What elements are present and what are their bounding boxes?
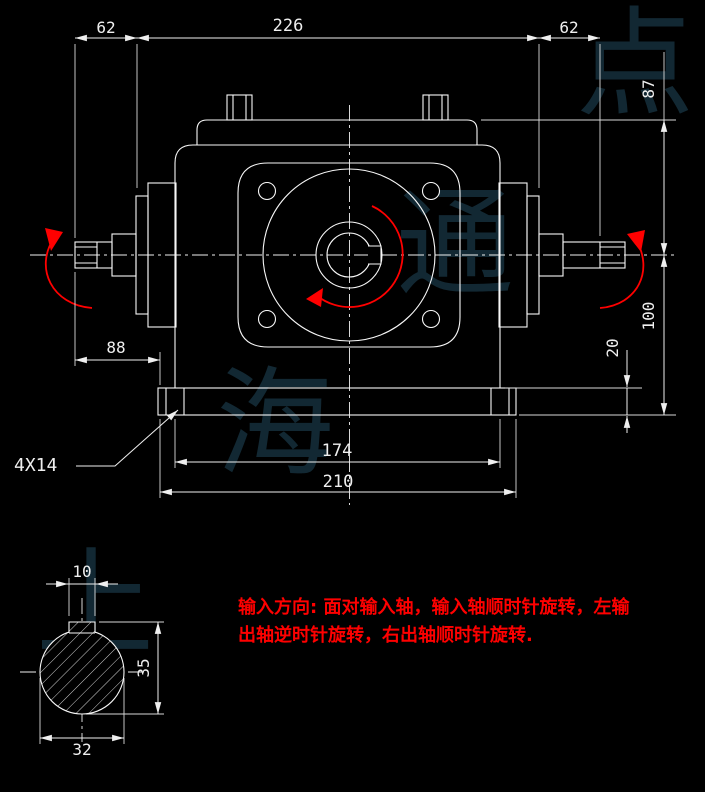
housing-top-cover bbox=[196, 119, 478, 145]
flange-bolt-hole-top-left bbox=[257, 181, 277, 201]
base-plate bbox=[157, 387, 517, 416]
right-shaft-keyway bbox=[599, 242, 625, 268]
dim-shaft-diameter: 32 bbox=[72, 740, 91, 759]
shaft-section-detail bbox=[39, 621, 125, 715]
rotation-note-line1: 输入方向: 面对输入轴，输入轴顺时针旋转，左输 bbox=[238, 596, 630, 618]
slot-callout-leader bbox=[76, 409, 179, 467]
input-rotation-arc bbox=[315, 205, 404, 308]
right-rotation-arrowhead-icon bbox=[627, 230, 645, 252]
bearing-cover-circle bbox=[262, 168, 436, 342]
flange-bolt-hole-bottom-left bbox=[257, 309, 277, 329]
bore-keyway bbox=[368, 245, 382, 265]
lifting-lug-right bbox=[422, 94, 449, 121]
left-output-shaft bbox=[74, 182, 177, 328]
watermark-char-3: 通 bbox=[396, 175, 514, 313]
slot-callout-label: 4X14 bbox=[14, 455, 57, 476]
rotation-note-line2: 出轴逆时针旋转，右出轴顺时针旋转. bbox=[238, 624, 533, 646]
left-shaft-end bbox=[74, 241, 113, 269]
shaft-section-circle bbox=[39, 629, 125, 715]
dim-right-top: 87 bbox=[639, 79, 658, 98]
base-bolt-slots bbox=[165, 388, 510, 415]
flange-bolt-hole-top-right bbox=[421, 181, 441, 201]
left-rotation-arrowhead-icon bbox=[45, 228, 63, 251]
dim-base-width: 210 bbox=[323, 472, 354, 492]
housing-body-outline bbox=[174, 144, 501, 388]
dim-right-bottom: 100 bbox=[639, 302, 658, 331]
left-shaft-keyway bbox=[75, 242, 98, 268]
hub-circle bbox=[315, 221, 383, 289]
lifting-lug-right-bolt bbox=[428, 95, 443, 120]
watermark: 上 海 通 点 bbox=[36, 0, 694, 673]
dim-keyway-width: 10 bbox=[72, 562, 91, 581]
dim-base-height: 20 bbox=[603, 338, 622, 357]
dim-top-middle: 226 bbox=[273, 16, 304, 36]
right-shaft-end bbox=[562, 241, 626, 269]
watermark-char-2: 海 bbox=[216, 355, 334, 493]
dim-bolt-spacing: 174 bbox=[322, 441, 353, 461]
dim-top-right: 62 bbox=[559, 18, 578, 37]
lifting-lug-left-bolt bbox=[232, 95, 247, 120]
rotation-arrows bbox=[44, 205, 645, 309]
gearbox-housing bbox=[157, 94, 517, 416]
right-rotation-arc bbox=[599, 239, 645, 309]
flange-bolt-hole-bottom-right bbox=[421, 309, 441, 329]
watermark-char-4: 点 bbox=[576, 0, 694, 133]
dim-top-left: 62 bbox=[96, 18, 115, 37]
dim-keyway-height: 35 bbox=[134, 658, 153, 677]
left-rotation-arc bbox=[44, 237, 93, 309]
dimension-lines bbox=[40, 34, 668, 742]
shaft-section-keyway-fill bbox=[69, 622, 95, 633]
extension-lines bbox=[39, 44, 676, 744]
lifting-lug-left bbox=[226, 94, 253, 121]
dim-shaft-left: 88 bbox=[106, 338, 125, 357]
right-output-shaft bbox=[498, 182, 626, 328]
shaft-section-keyway-outline bbox=[68, 621, 96, 634]
bearing-flange-square bbox=[237, 162, 461, 348]
input-rotation-arrowhead-icon bbox=[306, 288, 323, 307]
